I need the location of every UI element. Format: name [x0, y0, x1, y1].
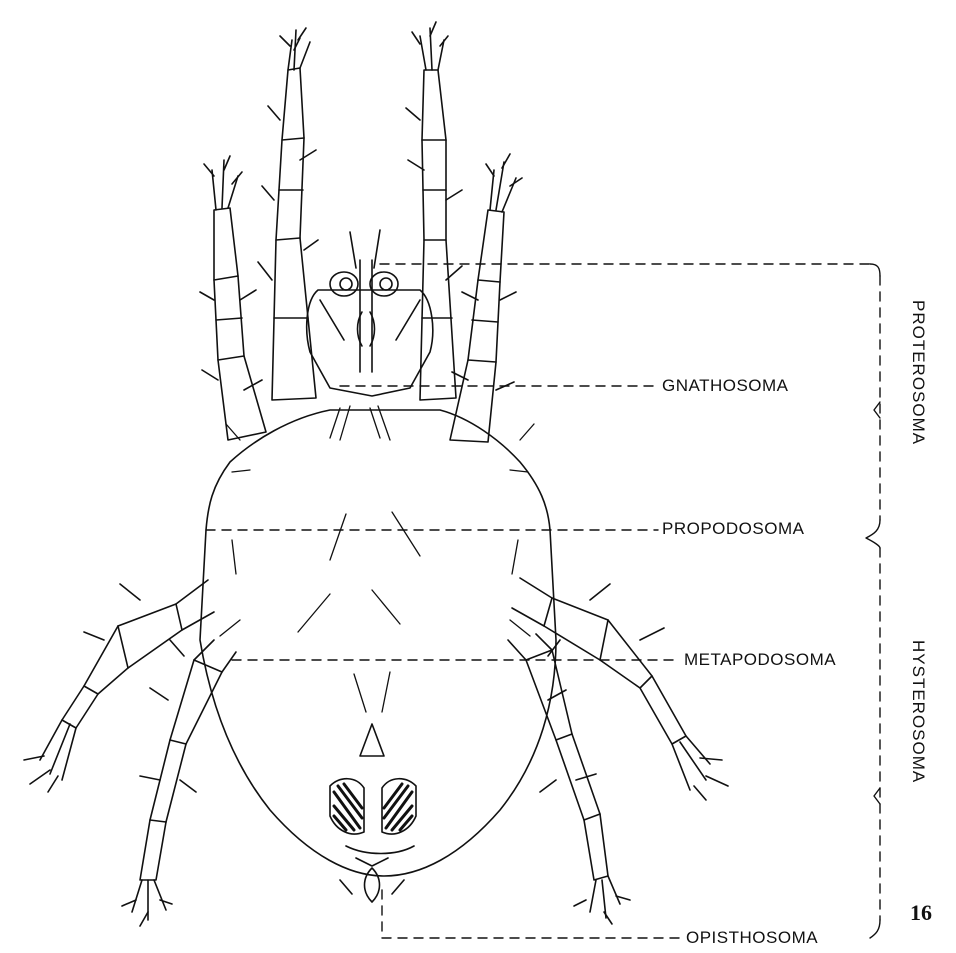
- leg-1-right: [406, 22, 462, 400]
- label-gnathosoma: GNATHOSOMA: [662, 376, 789, 396]
- anal-opening: [365, 868, 380, 902]
- figure-number: 16: [910, 900, 932, 926]
- leg-4-left: [122, 640, 236, 926]
- leg-2-right: [450, 154, 522, 442]
- propodosoma-body: [200, 410, 556, 876]
- label-metapodosoma: METAPODOSOMA: [684, 650, 836, 670]
- label-opisthosoma: OPISTHOSOMA: [686, 928, 818, 948]
- leg-4-right: [508, 634, 630, 924]
- bracket-curves: [866, 264, 880, 938]
- label-proterosoma: PROTEROSOMA: [908, 300, 928, 445]
- dashed-leaders: [206, 264, 880, 938]
- label-propodosoma: PROPODOSOMA: [662, 519, 804, 539]
- leg-3-right: [512, 578, 728, 800]
- body-setae: [220, 406, 534, 712]
- gnathosoma-mouthparts: [307, 230, 433, 396]
- label-hysterosoma: HYSTEROSOMA: [908, 640, 928, 783]
- leg-2-left: [200, 156, 266, 440]
